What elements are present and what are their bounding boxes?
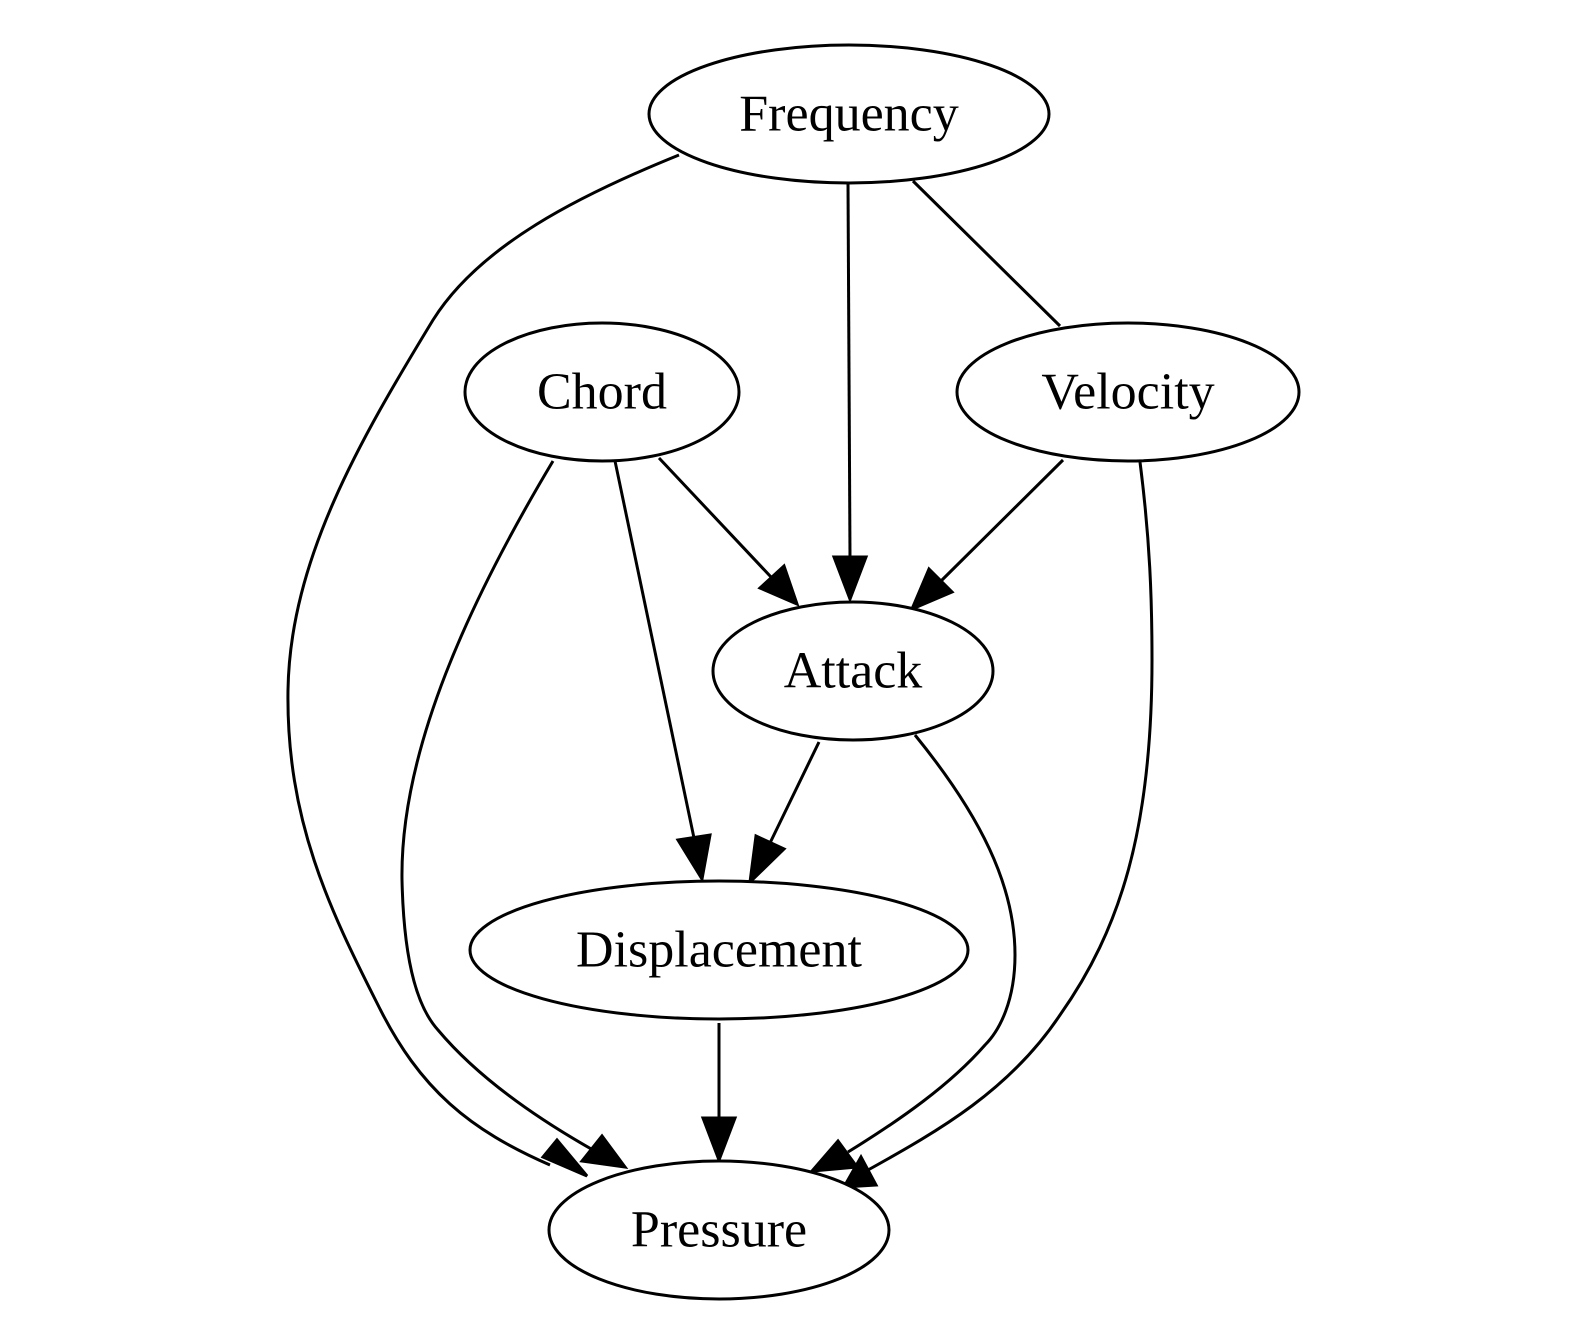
edge-chord-to-attack bbox=[657, 456, 800, 607]
edge-frequency-to-pressure bbox=[286, 153, 680, 1178]
edge-attack-to-displacement bbox=[747, 741, 821, 887]
node-displacement-shape bbox=[468, 879, 970, 1021]
node-displacement: Displacement bbox=[468, 879, 970, 1021]
edge-velocity-to-pressure bbox=[841, 461, 1154, 1189]
node-velocity-shape bbox=[955, 321, 1301, 463]
edge-attack-to-pressure bbox=[808, 734, 1017, 1173]
edge-velocity-to-attack bbox=[909, 458, 1065, 612]
edge-chord-to-pressure bbox=[400, 460, 629, 1169]
node-attack-label: Attack bbox=[784, 643, 923, 700]
node-frequency-shape bbox=[647, 43, 1051, 185]
edge-chord-to-displacement bbox=[613, 460, 712, 884]
node-frequency: Frequency bbox=[647, 43, 1051, 185]
node-chord: Chord bbox=[463, 321, 741, 463]
node-attack-shape bbox=[711, 600, 995, 742]
node-displacement-label: Displacement bbox=[576, 922, 862, 979]
node-pressure: Pressure bbox=[547, 1159, 891, 1301]
node-attack: Attack bbox=[711, 600, 995, 742]
node-frequency-label: Frequency bbox=[739, 86, 958, 143]
node-chord-shape bbox=[463, 321, 741, 463]
node-pressure-shape bbox=[547, 1159, 891, 1301]
edge-displacement-to-pressure bbox=[700, 1023, 738, 1165]
edges bbox=[286, 153, 1154, 1189]
edge-frequency-to-velocity bbox=[911, 179, 1062, 328]
node-velocity: Velocity bbox=[955, 321, 1301, 463]
nodes: Frequency Chord Velocity Attack Displace… bbox=[463, 43, 1301, 1301]
edge-frequency-to-attack bbox=[831, 182, 869, 604]
node-pressure-label: Pressure bbox=[631, 1202, 807, 1259]
node-velocity-label: Velocity bbox=[1041, 364, 1214, 421]
node-chord-label: Chord bbox=[537, 364, 667, 421]
